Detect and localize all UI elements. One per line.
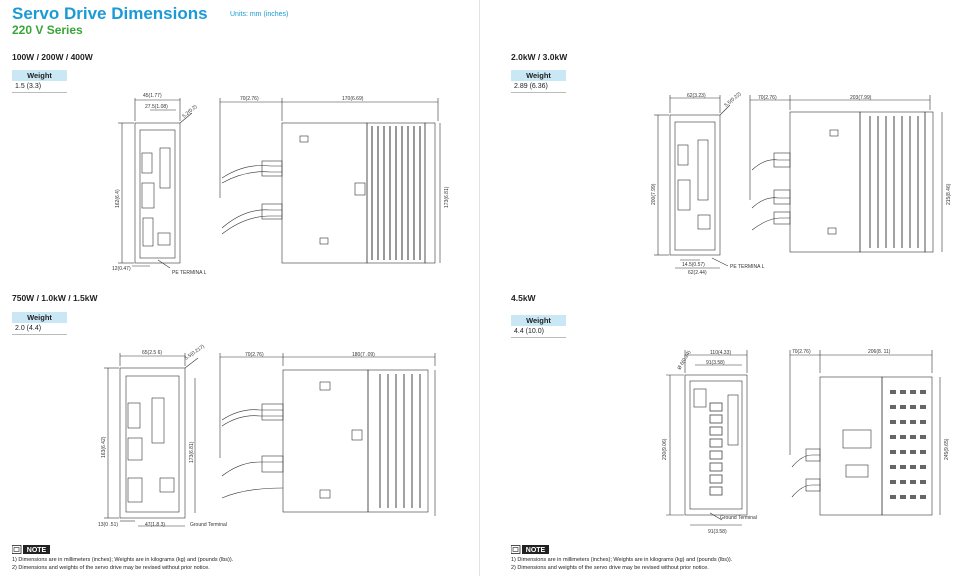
dim-side-depth: 203(7.99) [850,95,872,101]
front-view-outline [134,122,181,264]
dim-inner: 27.5(1.08) [145,104,168,110]
dim-width: 65(2.5 6) [142,350,162,356]
dim-side-offset: 70(2.76) [245,352,264,358]
series-label: 220 V Series [12,23,83,37]
weight-value: 2.89 (6.36) [511,81,566,93]
weight-header: Weight [511,315,566,326]
dim-side-depth: 206(8. 11) [868,349,891,355]
weight-header: Weight [12,70,67,81]
weight-value: 4.4 (10.0) [511,326,566,338]
note-icon: NOTE [511,545,549,554]
drawing-4-5kw: 110(4.33) 91(3.58) Ø 6(0.24) 230(9.06) 9… [662,349,950,535]
dim-side-offset: 70(2.76) [792,349,811,355]
dim-inner-a: 14.5(0.57) [682,262,705,268]
note-line-2: 2) Dimensions and weights of the servo d… [511,565,709,571]
dim-height: 230(9.06) [662,438,668,460]
dim-side-offset: 70(2.76) [758,95,777,101]
dim-side-height: 245(9.65) [944,438,950,460]
callout-label: Ground Terminal [720,515,757,521]
note-label: NOTE [526,547,546,554]
weight-header: Weight [511,70,566,81]
dim-bottom: 91(3.58) [708,529,727,535]
weight-table-2kw: Weight 2.89 (6.36) [511,70,566,93]
dim-side-height: 215(8.46) [946,183,952,205]
dim-hole: Ø 6(0.24) [677,349,693,371]
dim-width: 110(4.33) [710,350,731,356]
dim-bottom: 12(0.47) [112,266,131,272]
notes-right: 1) Dimensions are in millimeters (inches… [511,556,732,572]
front-view-outline [669,114,721,256]
dim-height: 200(7.99) [651,183,657,205]
note-line-1: 1) Dimensions are in millimeters (inches… [511,557,733,563]
dim-hole: 5.5(0.217) [184,343,206,361]
dim-bottom: 13(0 .51) [98,522,118,528]
weight-value: 2.0 (4.4) [12,323,67,335]
dim-side-offset: 70(2.76) [240,96,259,102]
note-line-1: 1) Dimensions are in millimeters (inches… [12,557,234,563]
note-icon: NOTE [12,545,50,554]
weight-table-4-5kw: Weight 4.4 (10.0) [511,315,566,338]
section-heading-4-5kw: 4.5kW [511,293,536,303]
side-view-body [281,122,368,264]
dim-inner-b: 62(2.44) [688,270,707,276]
dim-height: 162(6.4) [115,189,121,208]
drawing-750w: 65(2.5 6) 5.5(0.217) 163(6.42) 173(6.81)… [98,343,436,528]
dim-side-height: 173(6.81) [444,186,450,208]
side-view-body [819,376,883,516]
dim-side-depth: 170(6.69) [342,96,364,102]
side-view-body [282,369,369,513]
units-label: Units: mm (inches) [230,11,289,18]
dim-inner: 91(3.58) [706,360,725,366]
dim-side-depth: 180(7 .09) [352,352,375,358]
notes-left: 1) Dimensions are in millimeters (inches… [12,556,233,572]
dim-height: 163(6.42) [101,436,107,458]
callout-label: PE TERMINA L [730,264,765,270]
weight-value: 1.5 (3.3) [12,81,67,93]
callout-label: PE TERMINA L [172,270,207,276]
front-view-outline [119,367,186,519]
dim-inner-b: 47(1.8 3) [145,522,165,528]
dim-width: 62(3.23) [687,93,706,99]
dim-inner-height: 173(6.81) [189,441,195,463]
section-heading-100w: 100W / 200W / 400W [12,52,93,62]
side-view-body [789,111,861,253]
section-heading-750w: 750W / 1.0kW / 1.5kW [12,293,98,303]
weight-table-100w: Weight 1.5 (3.3) [12,70,67,93]
front-view-outline [684,374,748,516]
dim-hole: 5.5(0.22) [723,91,742,109]
column-divider [479,0,480,576]
note-line-2: 2) Dimensions and weights of the servo d… [12,565,210,571]
drawing-100w: 45(1.77) 27.5(1.08) 5.2(0.2) 162(6.4) 12… [112,93,450,276]
page-title: Servo Drive Dimensions [12,4,208,23]
callout-label: Ground Terminal [190,522,227,528]
weight-header: Weight [12,312,67,323]
weight-table-750w: Weight 2.0 (4.4) [12,312,67,335]
note-label: NOTE [27,547,47,554]
drawing-2kw: 62(3.23) 5.5(0.22) 200(7.99) 14.5(0.57) … [651,91,952,276]
section-heading-2kw: 2.0kW / 3.0kW [511,52,568,62]
dim-width: 45(1.77) [143,93,162,99]
dim-hole: 5.2(0.2) [181,104,198,120]
